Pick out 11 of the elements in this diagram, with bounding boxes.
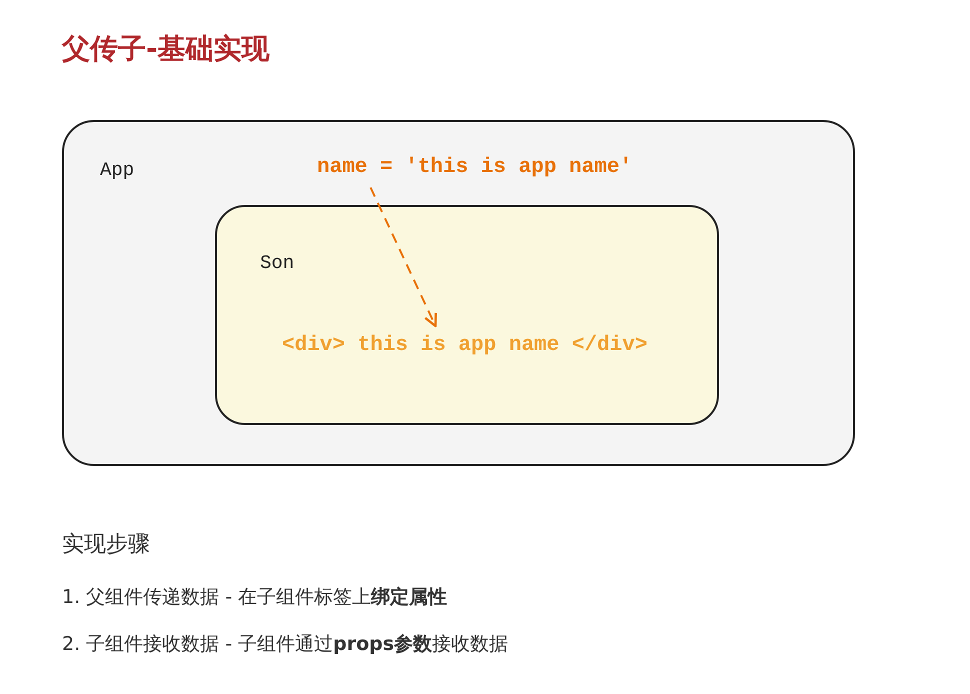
component-box (62, 120, 855, 466)
component-name: App (100, 158, 134, 183)
dashed-arrow (370, 187, 437, 328)
component-name: Son (260, 251, 294, 276)
code-text: name = 'this is app name' (317, 152, 632, 184)
component-box (215, 205, 719, 425)
title: 父传子-基础实现 (62, 31, 270, 67)
code-text: <div> this is app name </div> (282, 330, 648, 362)
step-text: 2. 子组件接收数据 - 子组件通过props参数接收数据 (62, 632, 508, 656)
section-heading: 实现步骤 (62, 531, 151, 559)
step-text: 1. 父组件传递数据 - 在子组件标签上绑定属性 (62, 585, 448, 610)
